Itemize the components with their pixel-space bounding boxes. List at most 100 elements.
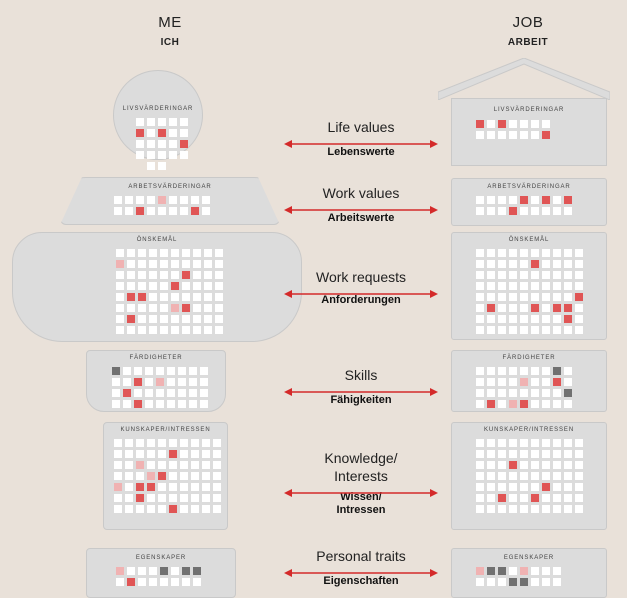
me-grid-skills [112, 367, 208, 408]
grid-cell [134, 400, 142, 408]
grid-cell [487, 196, 495, 204]
grid-cell [204, 304, 212, 312]
me-title-knowledge: KUNSKAPER/INTRESSEN [120, 427, 211, 433]
grid-cell [171, 315, 179, 323]
grid-cell [127, 282, 135, 290]
grid-cell [476, 304, 484, 312]
grid-cell [149, 326, 157, 334]
grid-cell [189, 367, 197, 375]
grid-cell [215, 315, 223, 323]
grid-cell [520, 260, 528, 268]
grid-cell [487, 249, 495, 257]
grid-cell [542, 505, 550, 513]
grid-cell [553, 249, 561, 257]
grid-cell [116, 293, 124, 301]
grid-cell [147, 439, 155, 447]
job-header: JOB ARBEIT [468, 14, 588, 48]
label-work-values: Work values Arbeitswerte [276, 184, 446, 225]
grid-cell [531, 461, 539, 469]
grid-cell [553, 389, 561, 397]
grid-cell [193, 326, 201, 334]
grid-cell [509, 131, 517, 139]
grid-cell [160, 567, 168, 575]
grid-cell [476, 271, 484, 279]
grid-cell [193, 578, 201, 586]
grid-cell [476, 472, 484, 480]
grid-cell [476, 505, 484, 513]
grid-cell [145, 367, 153, 375]
grid-cell [564, 378, 572, 386]
double-arrow-icon [284, 136, 438, 148]
grid-cell [531, 249, 539, 257]
grid-cell [127, 271, 135, 279]
label-work-requests-en: Work requests [316, 269, 406, 285]
grid-cell [487, 505, 495, 513]
grid-cell [509, 439, 517, 447]
grid-cell [147, 494, 155, 502]
grid-cell [498, 439, 506, 447]
grid-cell [180, 439, 188, 447]
grid-cell [191, 494, 199, 502]
grid-cell [136, 196, 144, 204]
grid-cell [125, 472, 133, 480]
grid-cell [575, 450, 583, 458]
grid-cell [182, 304, 190, 312]
grid-cell [531, 439, 539, 447]
grid-cell [169, 140, 177, 148]
grid-cell [167, 389, 175, 397]
grid-cell [498, 120, 506, 128]
grid-cell [487, 567, 495, 575]
grid-cell [487, 439, 495, 447]
me-grid-life-values [136, 118, 188, 170]
label-skills-de: Fähigkeiten [330, 394, 392, 406]
grid-cell [171, 293, 179, 301]
grid-cell [200, 367, 208, 375]
grid-cell [114, 472, 122, 480]
grid-cell [531, 494, 539, 502]
grid-cell [202, 494, 210, 502]
grid-cell [564, 472, 572, 480]
grid-cell [553, 196, 561, 204]
grid-cell [531, 505, 539, 513]
grid-cell [531, 400, 539, 408]
grid-cell [520, 293, 528, 301]
grid-cell [509, 450, 517, 458]
grid-cell [156, 389, 164, 397]
grid-cell [138, 282, 146, 290]
grid-cell [180, 472, 188, 480]
label-life-values-en: Life values [327, 119, 395, 135]
grid-cell [531, 260, 539, 268]
grid-cell [180, 118, 188, 126]
grid-cell [575, 260, 583, 268]
grid-cell [542, 120, 550, 128]
me-grid-knowledge [114, 439, 221, 513]
grid-cell [575, 282, 583, 290]
grid-cell [553, 207, 561, 215]
grid-cell [204, 260, 212, 268]
grid-cell [193, 249, 201, 257]
grid-cell [476, 196, 484, 204]
grid-cell [553, 304, 561, 312]
grid-cell [553, 567, 561, 575]
grid-cell [553, 315, 561, 323]
grid-cell [204, 271, 212, 279]
grid-cell [127, 293, 135, 301]
grid-cell [204, 293, 212, 301]
grid-cell [476, 326, 484, 334]
grid-cell [520, 131, 528, 139]
grid-cell [553, 494, 561, 502]
grid-cell [498, 400, 506, 408]
grid-cell [215, 304, 223, 312]
grid-cell [553, 439, 561, 447]
grid-cell [114, 439, 122, 447]
grid-cell [487, 207, 495, 215]
grid-cell [564, 389, 572, 397]
grid-cell [476, 207, 484, 215]
grid-cell [147, 129, 155, 137]
grid-cell [476, 282, 484, 290]
grid-cell [138, 271, 146, 279]
grid-cell [542, 439, 550, 447]
grid-cell [476, 494, 484, 502]
grid-cell [531, 196, 539, 204]
grid-cell [180, 461, 188, 469]
